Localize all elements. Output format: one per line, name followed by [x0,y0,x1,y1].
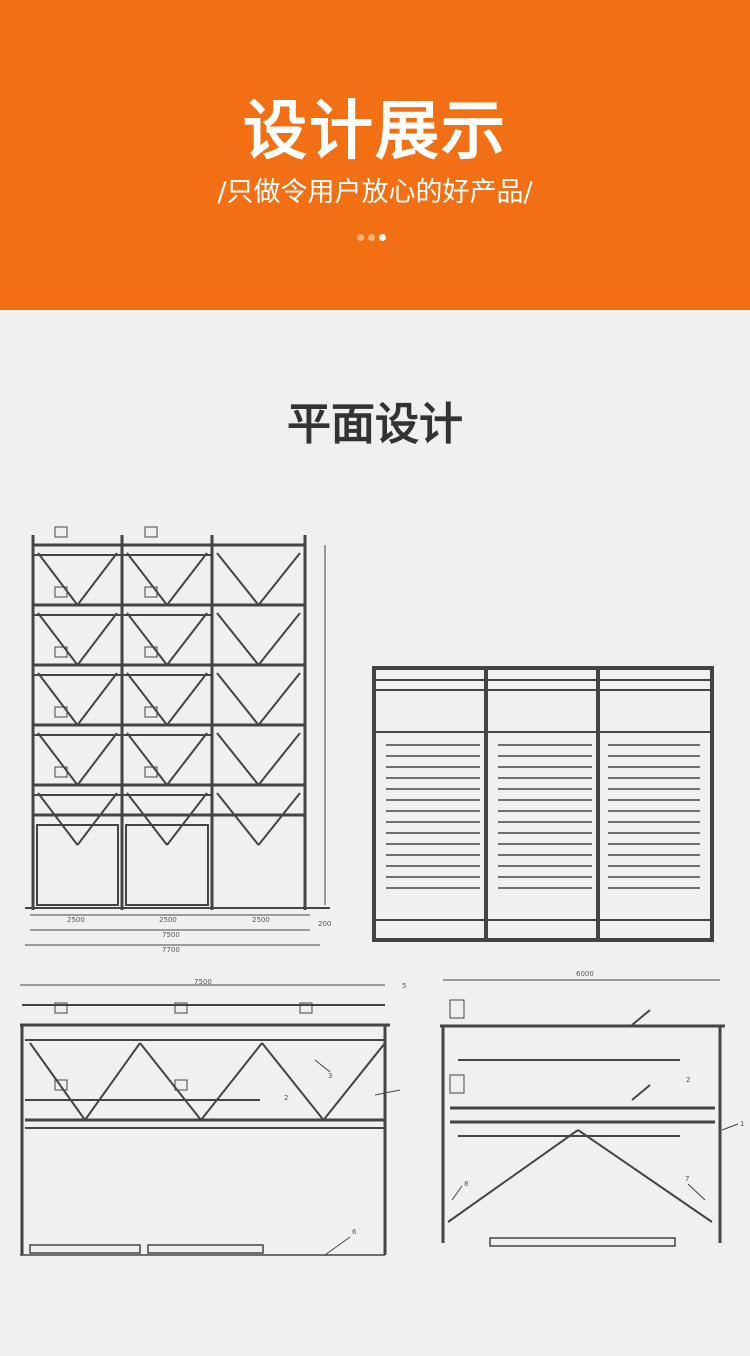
drawing-line [84,1042,141,1121]
drawing-line [166,792,208,846]
drawing-rect [54,766,68,778]
drawing-line [322,1042,386,1121]
drawing-line [76,792,118,846]
dim-bay-1: 2500 [67,916,85,924]
drawing-rect [144,646,158,658]
side-elevation-drawing [20,984,401,1256]
drawing-line [257,552,301,606]
drawing-line [76,612,118,666]
drawing-line [216,552,260,606]
drawing-line [200,1042,263,1121]
drawing-rect [144,586,158,598]
dot [357,234,364,241]
drawing-rect [54,1079,68,1091]
drawing-rect [144,706,158,718]
drawing-line [447,1129,579,1223]
drawing-line [37,672,79,726]
drawing-line [166,552,208,606]
front-elevation-drawing [25,526,330,946]
drawing-rect [144,766,158,778]
callout-2: 2 [284,1094,288,1102]
drawing-rect [36,824,119,906]
callout-2b: 2 [686,1076,690,1084]
drawing-rect [174,1079,188,1091]
section-title: 平面设计 [287,399,463,450]
drawing-line [257,792,301,846]
drawing-line [166,612,208,666]
callout-8: 8 [464,1180,468,1188]
drawing-line [29,1042,86,1121]
drawing-line [126,792,168,846]
dot-active [379,234,386,241]
drawing-line [216,672,260,726]
drawing-line [257,732,301,786]
dim-side-width: 7500 [194,978,212,986]
dim-side: 200 [318,920,331,928]
drawing-line [216,792,260,846]
dim-total-outer: 7700 [162,946,180,954]
drawing-rect [125,824,209,906]
drawing-line [261,1042,325,1121]
header-banner: 设计展示 /只做令用户放心的好产品/ [0,0,750,310]
drawing-line [721,1123,739,1131]
drawing-line [126,732,168,786]
drawing-line [126,552,168,606]
drawing-rect [449,999,465,1019]
callout-7: 7 [685,1175,689,1183]
drawing-rect [299,1002,313,1014]
drawing-line [166,672,208,726]
callout-5: 5 [402,982,406,990]
drawing-line [324,1236,351,1256]
drawing-line [687,1183,706,1201]
drawing-rect [372,666,714,942]
drawing-rect [54,586,68,598]
dot [368,234,375,241]
drawing-line [126,612,168,666]
drawing-rect [147,1244,264,1254]
drawing-rect [449,1074,465,1094]
drawing-line [166,732,208,786]
drawing-rect [174,1002,188,1014]
drawing-rect [54,1002,68,1014]
drawing-line [37,552,79,606]
drawing-line [631,1084,651,1101]
drawing-line [577,1129,713,1223]
drawing-rect [54,646,68,658]
drawing-line [37,612,79,666]
drawing-rect [54,706,68,718]
dim-end-width: 6000 [576,970,594,978]
drawing-line [126,672,168,726]
callout-6: 6 [352,1228,357,1236]
drawing-line [37,732,79,786]
dim-bay-3: 2500 [252,916,270,924]
drawing-line [631,1009,651,1026]
end-elevation-drawing [440,979,739,1247]
drawing-line [374,1089,401,1096]
banner-subtitle: /只做令用户放心的好产品/ [217,177,533,208]
drawing-line [216,732,260,786]
drawing-line [76,552,118,606]
drawing-line [76,672,118,726]
carousel-dots [357,234,386,241]
dim-total-inner: 7500 [162,931,180,939]
drawing-rect [54,526,68,538]
drawing-line [451,1185,463,1201]
drawing-line [314,1059,331,1073]
drawing-rect [144,526,158,538]
drawing-rect [29,1244,141,1254]
drawing-rect [489,1237,676,1247]
drawing-line [257,612,301,666]
callout-3: 3 [328,1072,332,1080]
drawing-line [76,732,118,786]
banner-title: 设计展示 [243,95,507,169]
callout-1: 1 [740,1120,744,1128]
drawing-line [216,612,260,666]
drawing-line [139,1042,202,1121]
dim-bay-2: 2500 [159,916,177,924]
drawing-line [37,792,79,846]
plan-view-drawing [372,666,714,942]
drawing-line [257,672,301,726]
